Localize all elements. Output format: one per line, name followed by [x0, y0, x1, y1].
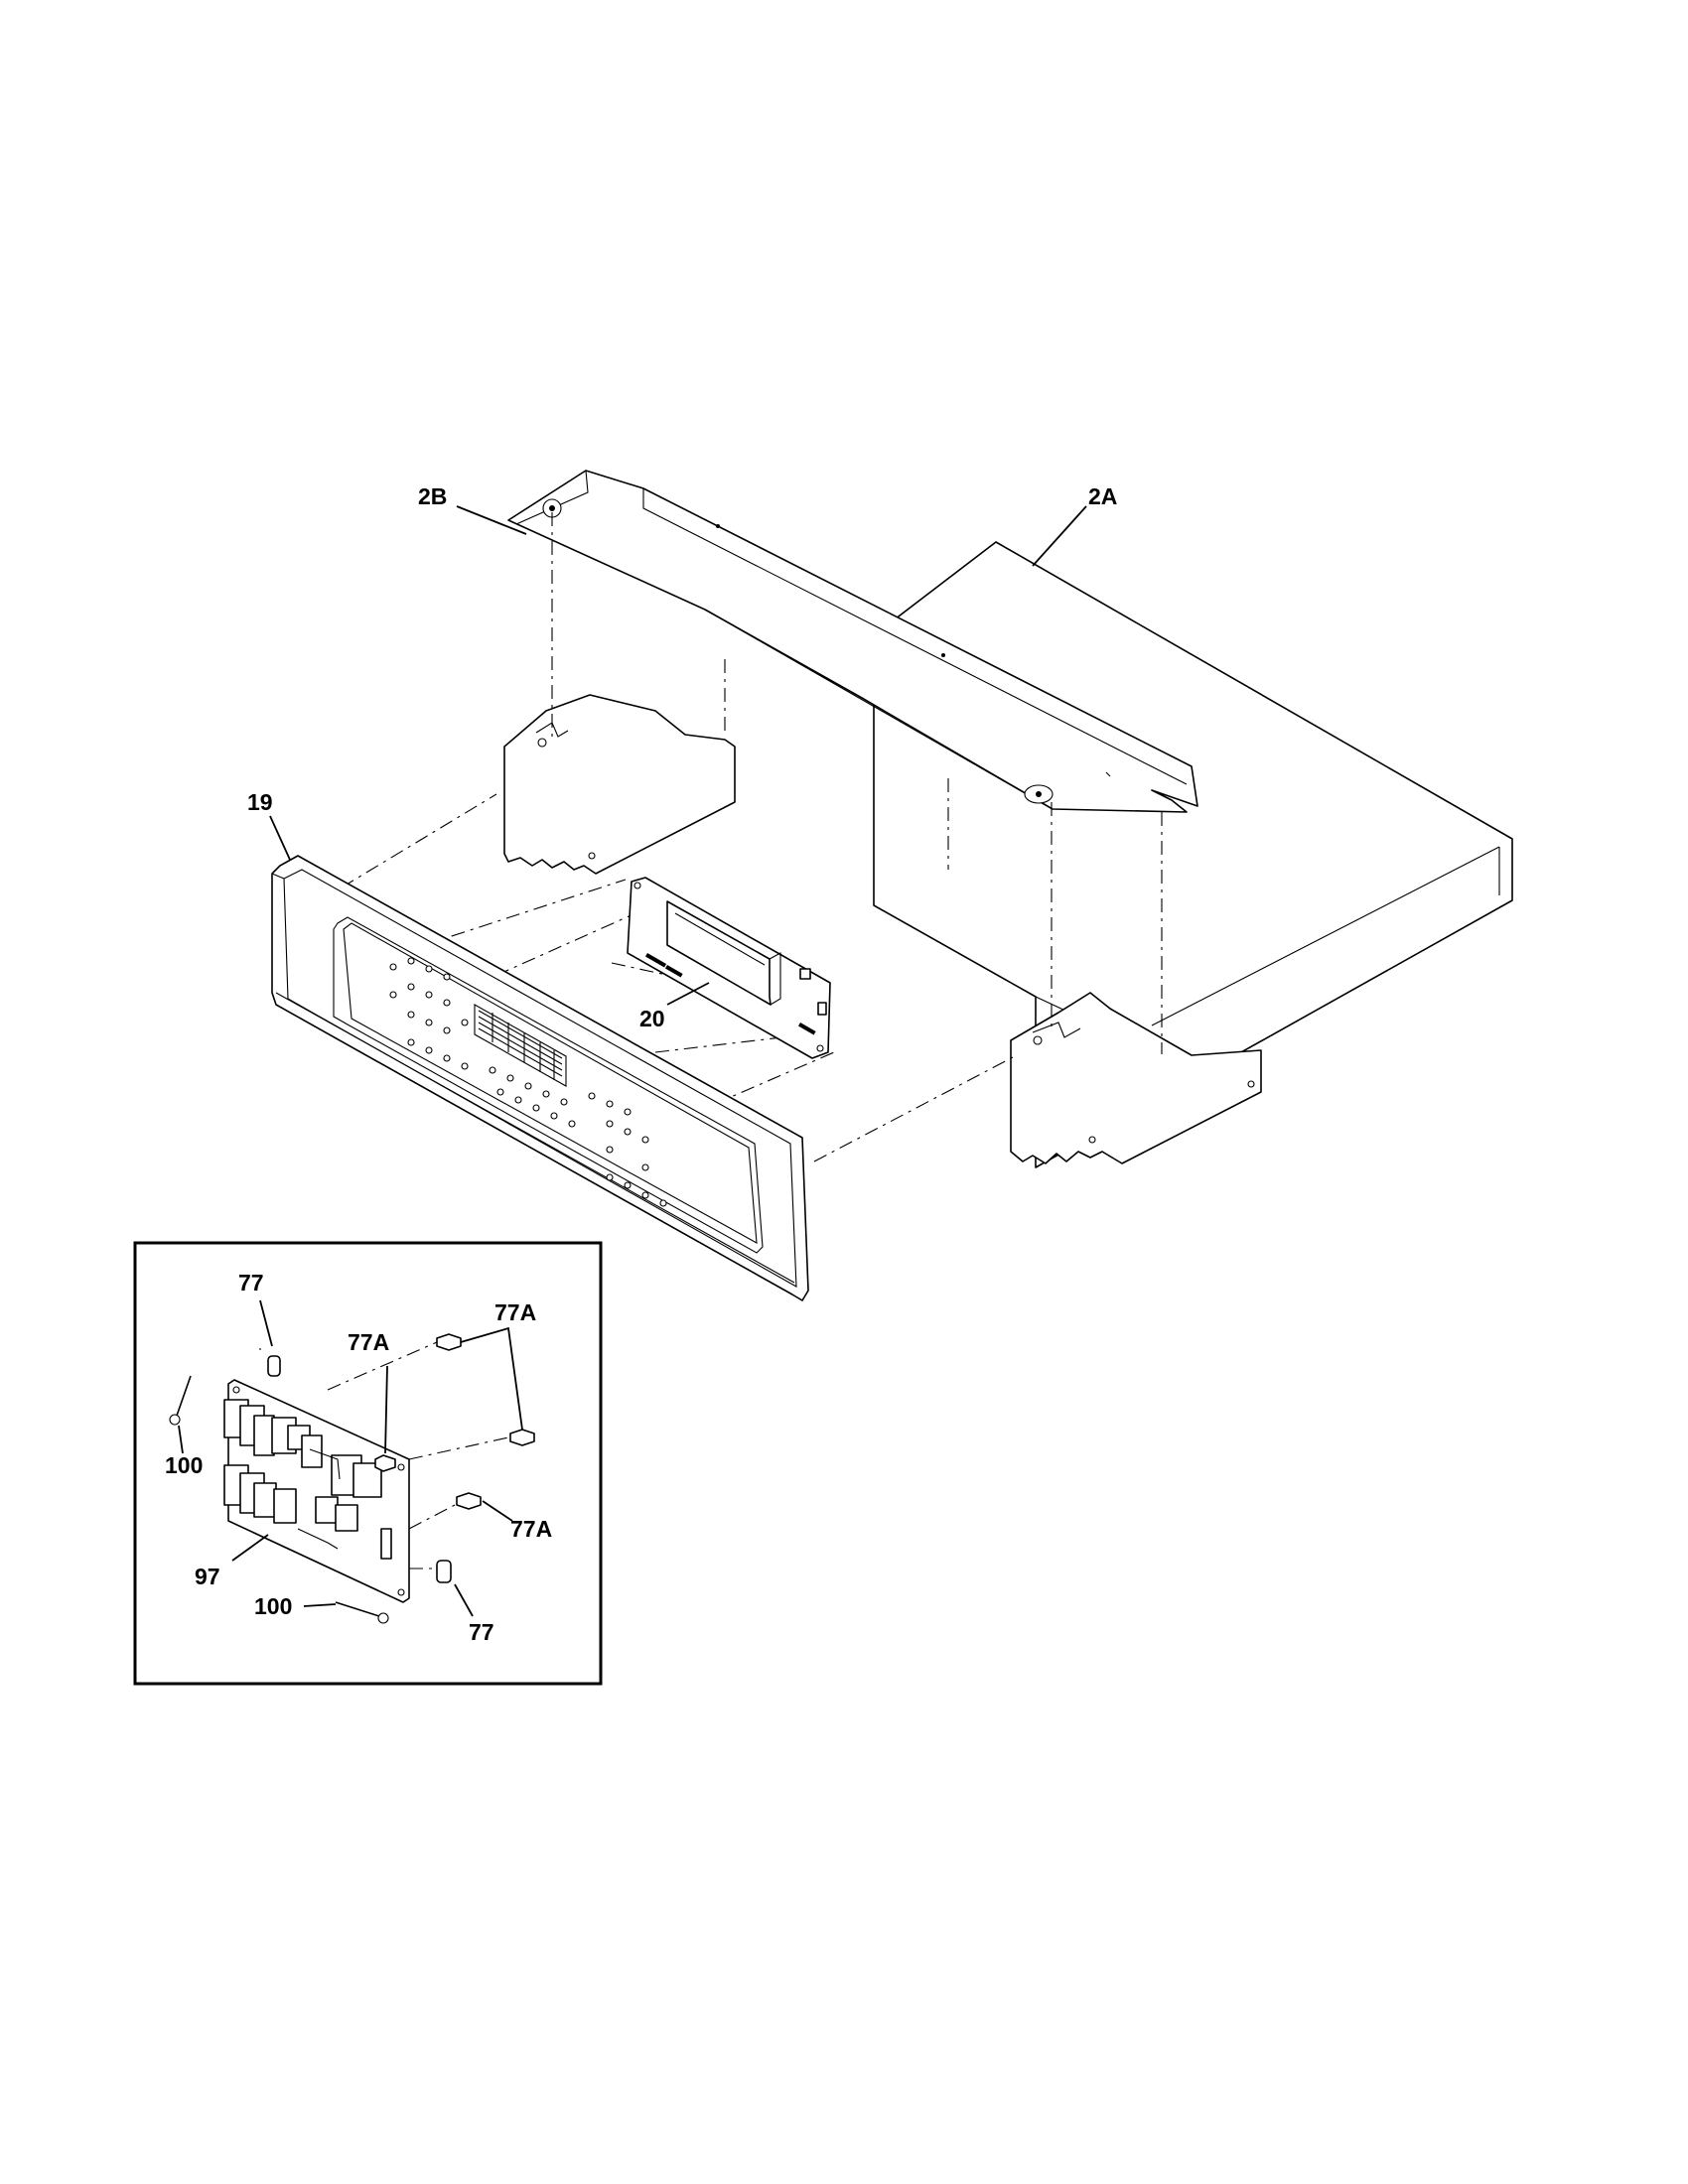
callout-77-top: 77: [238, 1270, 264, 1296]
callout-77-bottom: 77: [469, 1619, 494, 1645]
callout-100-left: 100: [165, 1452, 203, 1478]
screw-100-left: [169, 1375, 192, 1454]
detail-inset: 77 77A 77A 77A 100 97 100 77: [133, 1241, 603, 1686]
standoff-77a-left: [374, 1365, 396, 1472]
display-grille: [478, 1010, 563, 1080]
screw-100-bottom: [303, 1601, 389, 1624]
callout-2b: 2B: [418, 483, 527, 535]
callout-100-bottom: 100: [254, 1593, 292, 1619]
top-panel-2b: [507, 470, 1198, 813]
svg-text:19: 19: [247, 789, 273, 815]
callout-19: 19: [247, 789, 291, 861]
left-side-bracket: [503, 694, 736, 875]
callout-77a-bottom: 77A: [510, 1516, 552, 1542]
callout-97: 97: [195, 1564, 220, 1589]
spacer-77-top: [259, 1299, 281, 1377]
callout-20: 20: [639, 982, 710, 1031]
control-panel-19: [271, 855, 809, 1301]
callout-77a-left: 77A: [348, 1329, 389, 1355]
right-side-bracket: [1010, 992, 1262, 1164]
relay-board-97: [223, 1379, 410, 1603]
svg-text:2B: 2B: [418, 483, 447, 509]
callout-2a: 2A: [1032, 483, 1117, 567]
standoff-77a-bottom: [408, 1492, 513, 1530]
svg-text:2A: 2A: [1088, 483, 1117, 509]
svg-text:20: 20: [639, 1006, 665, 1031]
keypad-buttons: [389, 957, 667, 1207]
standoff-77a-right: [327, 1326, 535, 1460]
display-board-20: [627, 877, 831, 1059]
callout-77a-right: 77A: [494, 1299, 536, 1325]
spacer-77-bottom: [409, 1560, 474, 1617]
board-97-leader: [231, 1534, 269, 1562]
